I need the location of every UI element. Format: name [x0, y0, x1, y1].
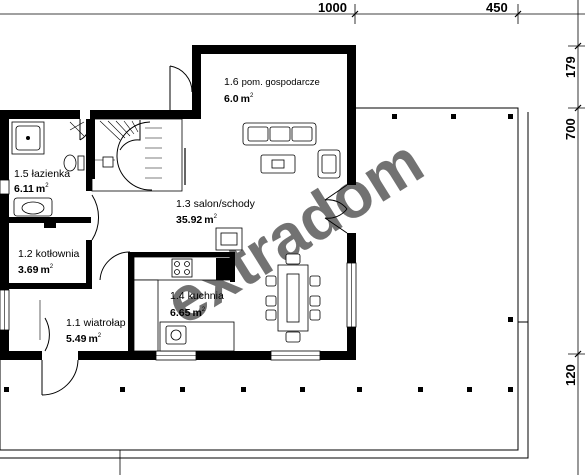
terrace-posts	[4, 114, 513, 392]
dim-right-1: 179	[563, 56, 578, 78]
doors	[39, 65, 348, 396]
dining-table	[265, 253, 321, 343]
svg-text:6.0m2: 6.0m2	[224, 93, 254, 105]
dim-top-1: 1000	[318, 0, 347, 15]
windows	[0, 179, 357, 361]
terrace-outline	[0, 107, 529, 475]
dim-top-2: 450	[486, 0, 508, 15]
outer-walls	[0, 45, 356, 360]
dim-right-3: 120	[563, 364, 578, 386]
kitchen-furniture	[133, 256, 235, 352]
staircase	[91, 118, 186, 192]
dim-right-2: 700	[563, 118, 578, 140]
living-room-furniture	[215, 122, 341, 251]
bathroom-fixtures	[11, 121, 85, 228]
